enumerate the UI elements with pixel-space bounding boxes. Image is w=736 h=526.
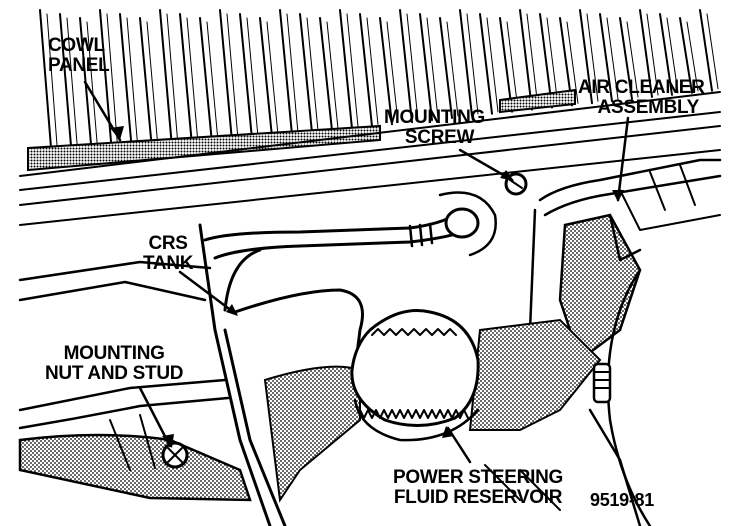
grille-rib-shadow xyxy=(306,17,319,132)
label-crs-tank: CRS TANK xyxy=(143,234,193,274)
grille-rib xyxy=(579,9,593,105)
crs-tank xyxy=(198,223,364,526)
grille-rib-shadow xyxy=(126,17,139,151)
grille-rib-shadow xyxy=(386,21,399,123)
label-crs-tank-line2: TANK xyxy=(143,253,194,274)
grille-rib-shadow xyxy=(606,17,619,100)
grille-rib xyxy=(199,17,213,145)
grille-rib xyxy=(339,9,353,130)
grille-rib-shadow xyxy=(346,13,359,127)
grille-rib xyxy=(499,17,513,113)
grille-rib-shadow xyxy=(586,13,599,102)
grille-rib-shadow xyxy=(646,13,659,96)
label-ps-reservoir-line2: FLUID RESERVOIR xyxy=(393,487,563,508)
grille-rib xyxy=(119,13,133,153)
label-crs-tank-line1: CRS xyxy=(148,233,188,254)
grille-rib-shadow xyxy=(206,21,219,142)
leader-crs-tank xyxy=(178,270,238,316)
grille-rib-shadow xyxy=(486,17,499,113)
grille-rib-shadow xyxy=(366,17,379,125)
label-cowl-panel-line2: PANEL xyxy=(48,55,110,76)
grille-rib-shadow xyxy=(426,17,439,119)
grille-rib xyxy=(279,9,293,136)
grille-rib-shadow xyxy=(66,17,79,157)
grille-rib xyxy=(179,13,193,147)
grille-rib-shadow xyxy=(666,17,679,94)
label-air-cleaner-line1: AIR CLEANER xyxy=(578,77,705,98)
grille-rib-shadow xyxy=(326,21,339,130)
grille-rib xyxy=(219,9,233,143)
fender-area xyxy=(18,260,252,502)
grille-rib-shadow xyxy=(246,17,259,138)
grille-rib-shadow xyxy=(686,21,699,92)
grille-rib xyxy=(679,17,693,94)
grille-rib-shadow xyxy=(546,17,559,106)
grille-rib-shadow xyxy=(86,21,99,155)
grille-rib-shadow xyxy=(46,13,59,159)
grille-rib-shadow xyxy=(406,13,419,121)
grille-rib xyxy=(139,17,153,151)
grille-rib xyxy=(39,9,53,161)
leader-air-cleaner xyxy=(616,116,630,202)
grille-rib xyxy=(159,9,173,149)
grille-rib xyxy=(439,17,453,119)
grille-rib-shadow xyxy=(286,13,299,134)
grille-rib xyxy=(459,9,473,117)
cowl-grille-ribs xyxy=(39,9,719,161)
label-mounting-screw: MOUNTING SCREW xyxy=(384,108,485,148)
grille-rib xyxy=(539,13,553,109)
grille-rib xyxy=(599,13,613,103)
grille-rib xyxy=(639,9,653,98)
grille-rib xyxy=(259,17,273,138)
grille-rib-shadow xyxy=(146,21,159,148)
label-mounting-nut-line2: NUT AND STUD xyxy=(45,363,184,384)
label-mounting-screw-line1: MOUNTING xyxy=(384,107,486,128)
label-mounting-nut-line1: MOUNTING xyxy=(63,343,165,364)
grille-rib-shadow xyxy=(526,13,539,109)
arrowheads xyxy=(110,126,624,448)
label-air-cleaner-line2: ASSEMBLY xyxy=(597,97,700,118)
grille-rib xyxy=(479,13,493,115)
grille-rib-shadow xyxy=(166,13,179,146)
grille-rib-shadow xyxy=(226,13,239,140)
grille-rib xyxy=(399,9,413,124)
label-mounting-screw-line2: SCREW xyxy=(404,127,475,148)
grille-rib xyxy=(59,13,73,159)
grille-rib-shadow xyxy=(626,21,639,98)
grille-rib xyxy=(319,17,333,132)
cowl-panel-strip xyxy=(19,88,721,226)
hose-assembly xyxy=(203,172,528,260)
grille-rib xyxy=(359,13,373,128)
label-ps-reservoir-line1: POWER STEERING xyxy=(393,467,563,488)
grille-rib xyxy=(659,13,673,96)
label-cowl-panel-line1: COWL xyxy=(48,35,105,56)
grille-rib-shadow xyxy=(706,13,719,90)
grille-rib xyxy=(699,9,713,92)
grille-rib xyxy=(619,17,633,101)
grille-rib-shadow xyxy=(566,21,579,104)
label-air-cleaner-assembly: AIR CLEANER ASSEMBLY xyxy=(578,78,705,118)
label-cowl-panel: COWL PANEL xyxy=(48,35,110,76)
bracket-bolts xyxy=(484,268,652,526)
grille-rib-shadow xyxy=(186,17,199,144)
grille-rib xyxy=(519,9,533,111)
grille-rib xyxy=(79,17,93,157)
grille-rib-shadow xyxy=(466,13,479,115)
grille-rib-shadow xyxy=(506,21,519,111)
grille-rib xyxy=(99,9,113,155)
grille-rib xyxy=(239,13,253,140)
grille-rib xyxy=(379,17,393,126)
grille-rib-shadow xyxy=(266,21,279,136)
grille-rib xyxy=(419,13,433,122)
grille-rib xyxy=(299,13,313,134)
grille-rib-shadow xyxy=(446,21,459,117)
label-power-steering-reservoir: POWER STEERING FLUID RESERVOIR xyxy=(393,468,563,508)
label-mounting-nut-and-stud: MOUNTING NUT AND STUD xyxy=(45,344,183,384)
power-steering-reservoir xyxy=(263,308,602,503)
figure-number: 9519-81 xyxy=(590,490,654,510)
